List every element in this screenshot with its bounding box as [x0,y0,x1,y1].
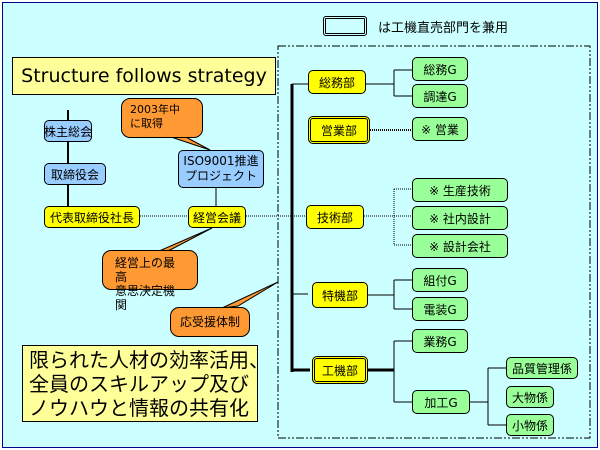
section-small-parts: 小物係 [506,414,554,436]
policy-line-1: 限られた人材の効率活用、 [29,348,269,372]
diagram-title: Structure follows strategy [12,57,276,95]
group-general-affairs: 総務G [412,57,468,81]
dept-general-affairs: 総務部 [308,70,366,94]
group-assembly: 組付G [412,268,468,292]
callout-meeting-line-1: 経営上の最高 [115,256,176,284]
policy-line-2: 全員のスキルアップ及び [29,372,249,396]
dept-sales: 営業部 [308,116,370,144]
section-large-parts: 大物係 [506,386,554,408]
group-design-company: ※ 設計会社 [412,234,508,258]
iso-line-2: プロジェクト [184,169,257,183]
group-sales: ※ 営業 [412,117,468,141]
callout-iso-line-1: 2003年中 [130,103,180,116]
node-shareholders: 株主総会 [44,120,92,142]
iso-line-1: ISO9001推進 [183,154,259,168]
policy-note: 限られた人材の効率活用、 全員のスキルアップ及び ノウハウと情報の共有化 [22,345,269,422]
node-management-meeting: 経営会議 [188,206,246,228]
callout-meeting: 経営上の最高 意思決定機関 [102,250,198,312]
callout-iso-line-2: に取得 [130,117,163,130]
group-electrical: 電装G [412,297,468,321]
legend-sample-box [323,16,367,36]
group-machining: 加工G [412,390,470,414]
section-quality-control: 品質管理係 [506,357,578,379]
legend-text: は工機直売部門を兼用 [378,21,509,36]
group-production-tech: ※ 生産技術 [412,178,508,202]
callout-meeting-line-2: 意思決定機関 [115,284,176,312]
group-operations: 業務G [412,329,468,353]
node-president: 代表取締役社長 [44,206,140,228]
node-iso-project: ISO9001推進 プロジェクト [178,150,264,188]
dept-machine-tools: 工機部 [312,356,368,384]
group-internal-design: ※ 社内設計 [412,206,508,230]
dept-engineering: 技術部 [306,205,364,229]
node-board: 取締役会 [44,163,106,185]
callout-support: 応受援体制 [170,307,250,337]
group-procurement: 調達G [412,84,468,108]
policy-line-3: ノウハウと情報の共有化 [29,396,249,420]
dept-special-machinery: 特機部 [312,282,368,308]
callout-iso: 2003年中 に取得 [121,98,203,138]
